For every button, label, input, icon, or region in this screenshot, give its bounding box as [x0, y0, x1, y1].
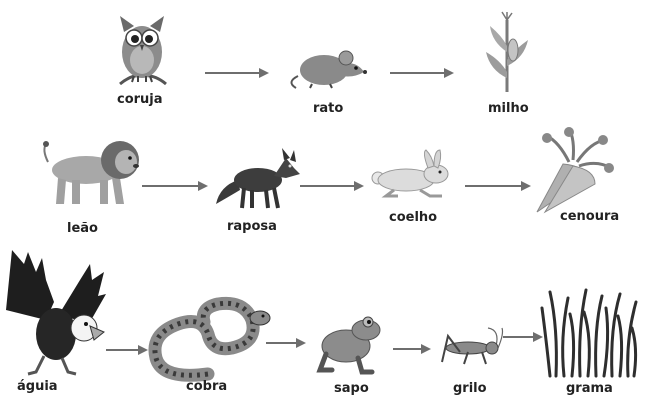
mouse-icon: [290, 42, 370, 90]
corn-icon: [484, 12, 530, 92]
cricket-icon: [438, 328, 504, 368]
snake-icon: [148, 294, 272, 382]
label-leao: leão: [67, 221, 98, 236]
grass-icon: [540, 288, 640, 378]
label-rato: rato: [313, 101, 343, 116]
lion-icon: [42, 140, 142, 208]
arrow-icon: [142, 180, 210, 192]
arrow-icon: [390, 67, 456, 79]
arrow-icon: [503, 331, 545, 343]
owl-icon: [110, 10, 174, 86]
frog-icon: [312, 310, 386, 374]
arrow-icon: [205, 67, 271, 79]
label-coelho: coelho: [389, 210, 437, 225]
carrot-icon: [533, 128, 613, 214]
label-grama: grama: [566, 381, 613, 396]
label-cobra: cobra: [186, 379, 227, 394]
label-sapo: sapo: [334, 381, 369, 396]
label-milho: milho: [488, 101, 529, 116]
label-aguia: águia: [17, 379, 58, 394]
label-coruja: coruja: [117, 92, 163, 107]
rabbit-icon: [372, 150, 458, 198]
arrow-icon: [393, 343, 433, 355]
arrow-icon: [266, 337, 308, 349]
label-cenoura: cenoura: [560, 209, 619, 224]
arrow-icon: [300, 180, 366, 192]
arrow-icon: [106, 344, 150, 356]
fox-icon: [216, 146, 300, 210]
arrow-icon: [465, 180, 533, 192]
label-grilo: grilo: [453, 381, 487, 396]
label-raposa: raposa: [227, 219, 277, 234]
eagle-icon: [6, 250, 110, 376]
